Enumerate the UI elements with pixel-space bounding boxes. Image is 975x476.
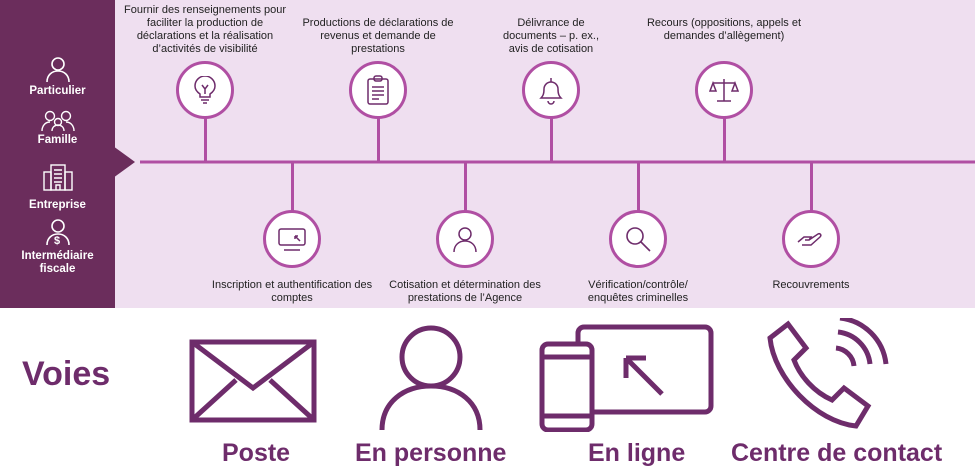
person-icon — [379, 325, 483, 431]
pointer-arrow — [113, 146, 135, 178]
step-bell — [522, 61, 580, 119]
step-caption: Productions de déclarations de revenus e… — [302, 17, 454, 55]
channels-title: Voies — [22, 355, 111, 393]
step-scales — [695, 61, 753, 119]
person-icon — [453, 227, 477, 253]
clipboard-icon — [367, 75, 389, 105]
lightbulb-icon — [194, 76, 216, 104]
step-lightbulb — [176, 61, 234, 119]
hand-icon — [797, 233, 822, 246]
phone-icon — [767, 318, 889, 429]
svg-text:$: $ — [54, 235, 60, 246]
bell-icon — [539, 78, 563, 105]
building-icon — [42, 164, 73, 191]
step-caption: Cotisation et détermination des prestati… — [389, 279, 541, 304]
monitor-icon — [278, 228, 306, 251]
process-diagram: Particulier Famille Entreprise $ Intermé… — [0, 0, 975, 308]
envelope-icon — [189, 339, 317, 423]
step-monitor — [263, 210, 321, 268]
segment-intermediaire: $ Intermédiaire fiscale — [0, 218, 115, 276]
step-caption: Délivrance de documents – p. ex., avis d… — [503, 17, 599, 55]
step-caption: Recouvrements — [772, 279, 850, 291]
client-segments-panel: Particulier Famille Entreprise $ Intermé… — [0, 0, 115, 308]
step-hand — [782, 210, 840, 268]
step-caption: Fournir des renseignements pour facilite… — [123, 4, 287, 55]
step-magnifier — [609, 210, 667, 268]
person-icon — [45, 57, 70, 83]
person-dollar-icon: $ — [45, 219, 70, 246]
channel-centre-de-contact: Centre de contact — [731, 439, 943, 467]
family-icon — [40, 110, 75, 132]
timeline-axis — [113, 146, 975, 178]
segment-famille: Famille — [0, 110, 115, 147]
step-caption: Recours (oppositions, appels et demandes… — [646, 17, 802, 42]
devices-icon — [539, 324, 714, 432]
channel-poste: Poste — [222, 439, 291, 467]
channel-en-ligne: En ligne — [588, 439, 686, 467]
step-caption: Vérification/contrôle/ enquêtes criminel… — [587, 279, 689, 304]
segment-entreprise: Entreprise — [0, 163, 115, 212]
step-clipboard — [349, 61, 407, 119]
step-caption: Inscription et authentification des comp… — [211, 279, 373, 304]
magnifier-icon — [626, 227, 651, 252]
step-person — [436, 210, 494, 268]
channel-en-personne: En personne — [355, 439, 507, 467]
scales-icon — [709, 79, 739, 102]
segment-particulier: Particulier — [0, 55, 115, 98]
